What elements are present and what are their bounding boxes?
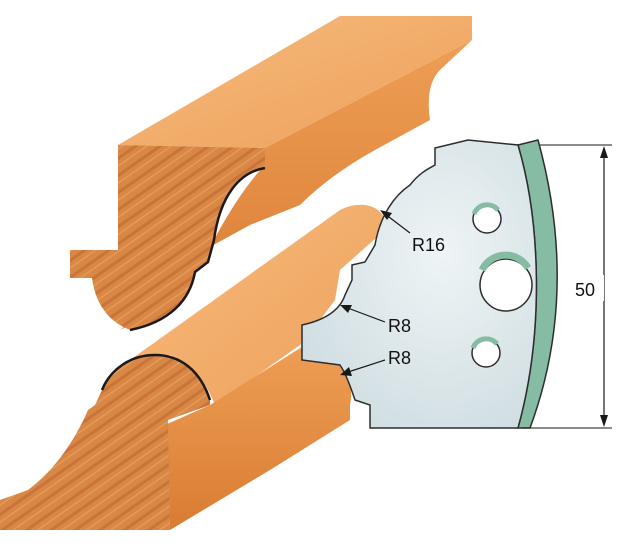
lower-moulding (0, 204, 385, 530)
knife-hole-center (479, 258, 533, 312)
upper-moulding (70, 16, 472, 332)
profile-knife (301, 139, 558, 429)
r8-top-label: R8 (388, 316, 411, 336)
lower-moulding-bead-surface (130, 204, 385, 405)
height-label: 50 (575, 280, 595, 300)
lower-moulding-end-profile (0, 355, 210, 530)
upper-moulding-top-face (118, 16, 472, 148)
lower-moulding-lower-surface (165, 345, 352, 530)
r8-bottom-label: R8 (388, 348, 411, 368)
radius-callouts: R16 R8 R8 (340, 210, 445, 376)
r16-label: R16 (412, 235, 445, 255)
height-dimension: 50 (522, 144, 612, 429)
upper-moulding-end-profile (70, 145, 265, 330)
